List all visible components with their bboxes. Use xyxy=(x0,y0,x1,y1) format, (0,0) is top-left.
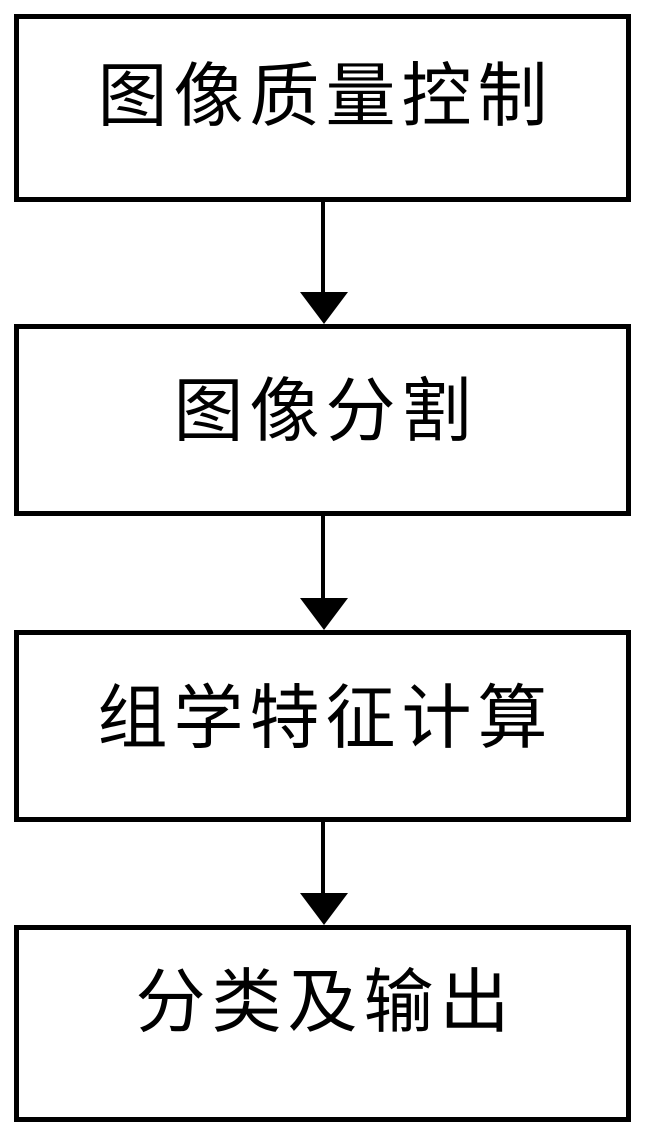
arrow-shaft xyxy=(321,820,325,895)
flowchart-node-image-segmentation: 图像分割 xyxy=(14,324,631,516)
flowchart-node-image-quality-control: 图像质量控制 xyxy=(14,14,631,202)
arrow-shaft xyxy=(321,514,325,600)
flowchart-arrow-1 xyxy=(0,200,645,326)
flowchart-arrow-2 xyxy=(0,514,645,632)
flowchart-node-label: 图像分割 xyxy=(173,370,478,452)
arrow-head-down-icon xyxy=(300,292,348,324)
flowchart-node-omics-feature-calculation: 组学特征计算 xyxy=(14,630,631,822)
arrow-shaft xyxy=(321,200,325,294)
flowchart-node-label: 组学特征计算 xyxy=(97,677,554,759)
flowchart-node-label: 分类及输出 xyxy=(135,960,516,1043)
flowchart-node-classification-and-output: 分类及输出 xyxy=(14,925,631,1122)
arrow-head-down-icon xyxy=(300,893,348,925)
arrow-head-down-icon xyxy=(300,598,348,630)
flowchart-node-label: 图像质量控制 xyxy=(97,55,554,137)
flowchart-arrow-3 xyxy=(0,820,645,927)
